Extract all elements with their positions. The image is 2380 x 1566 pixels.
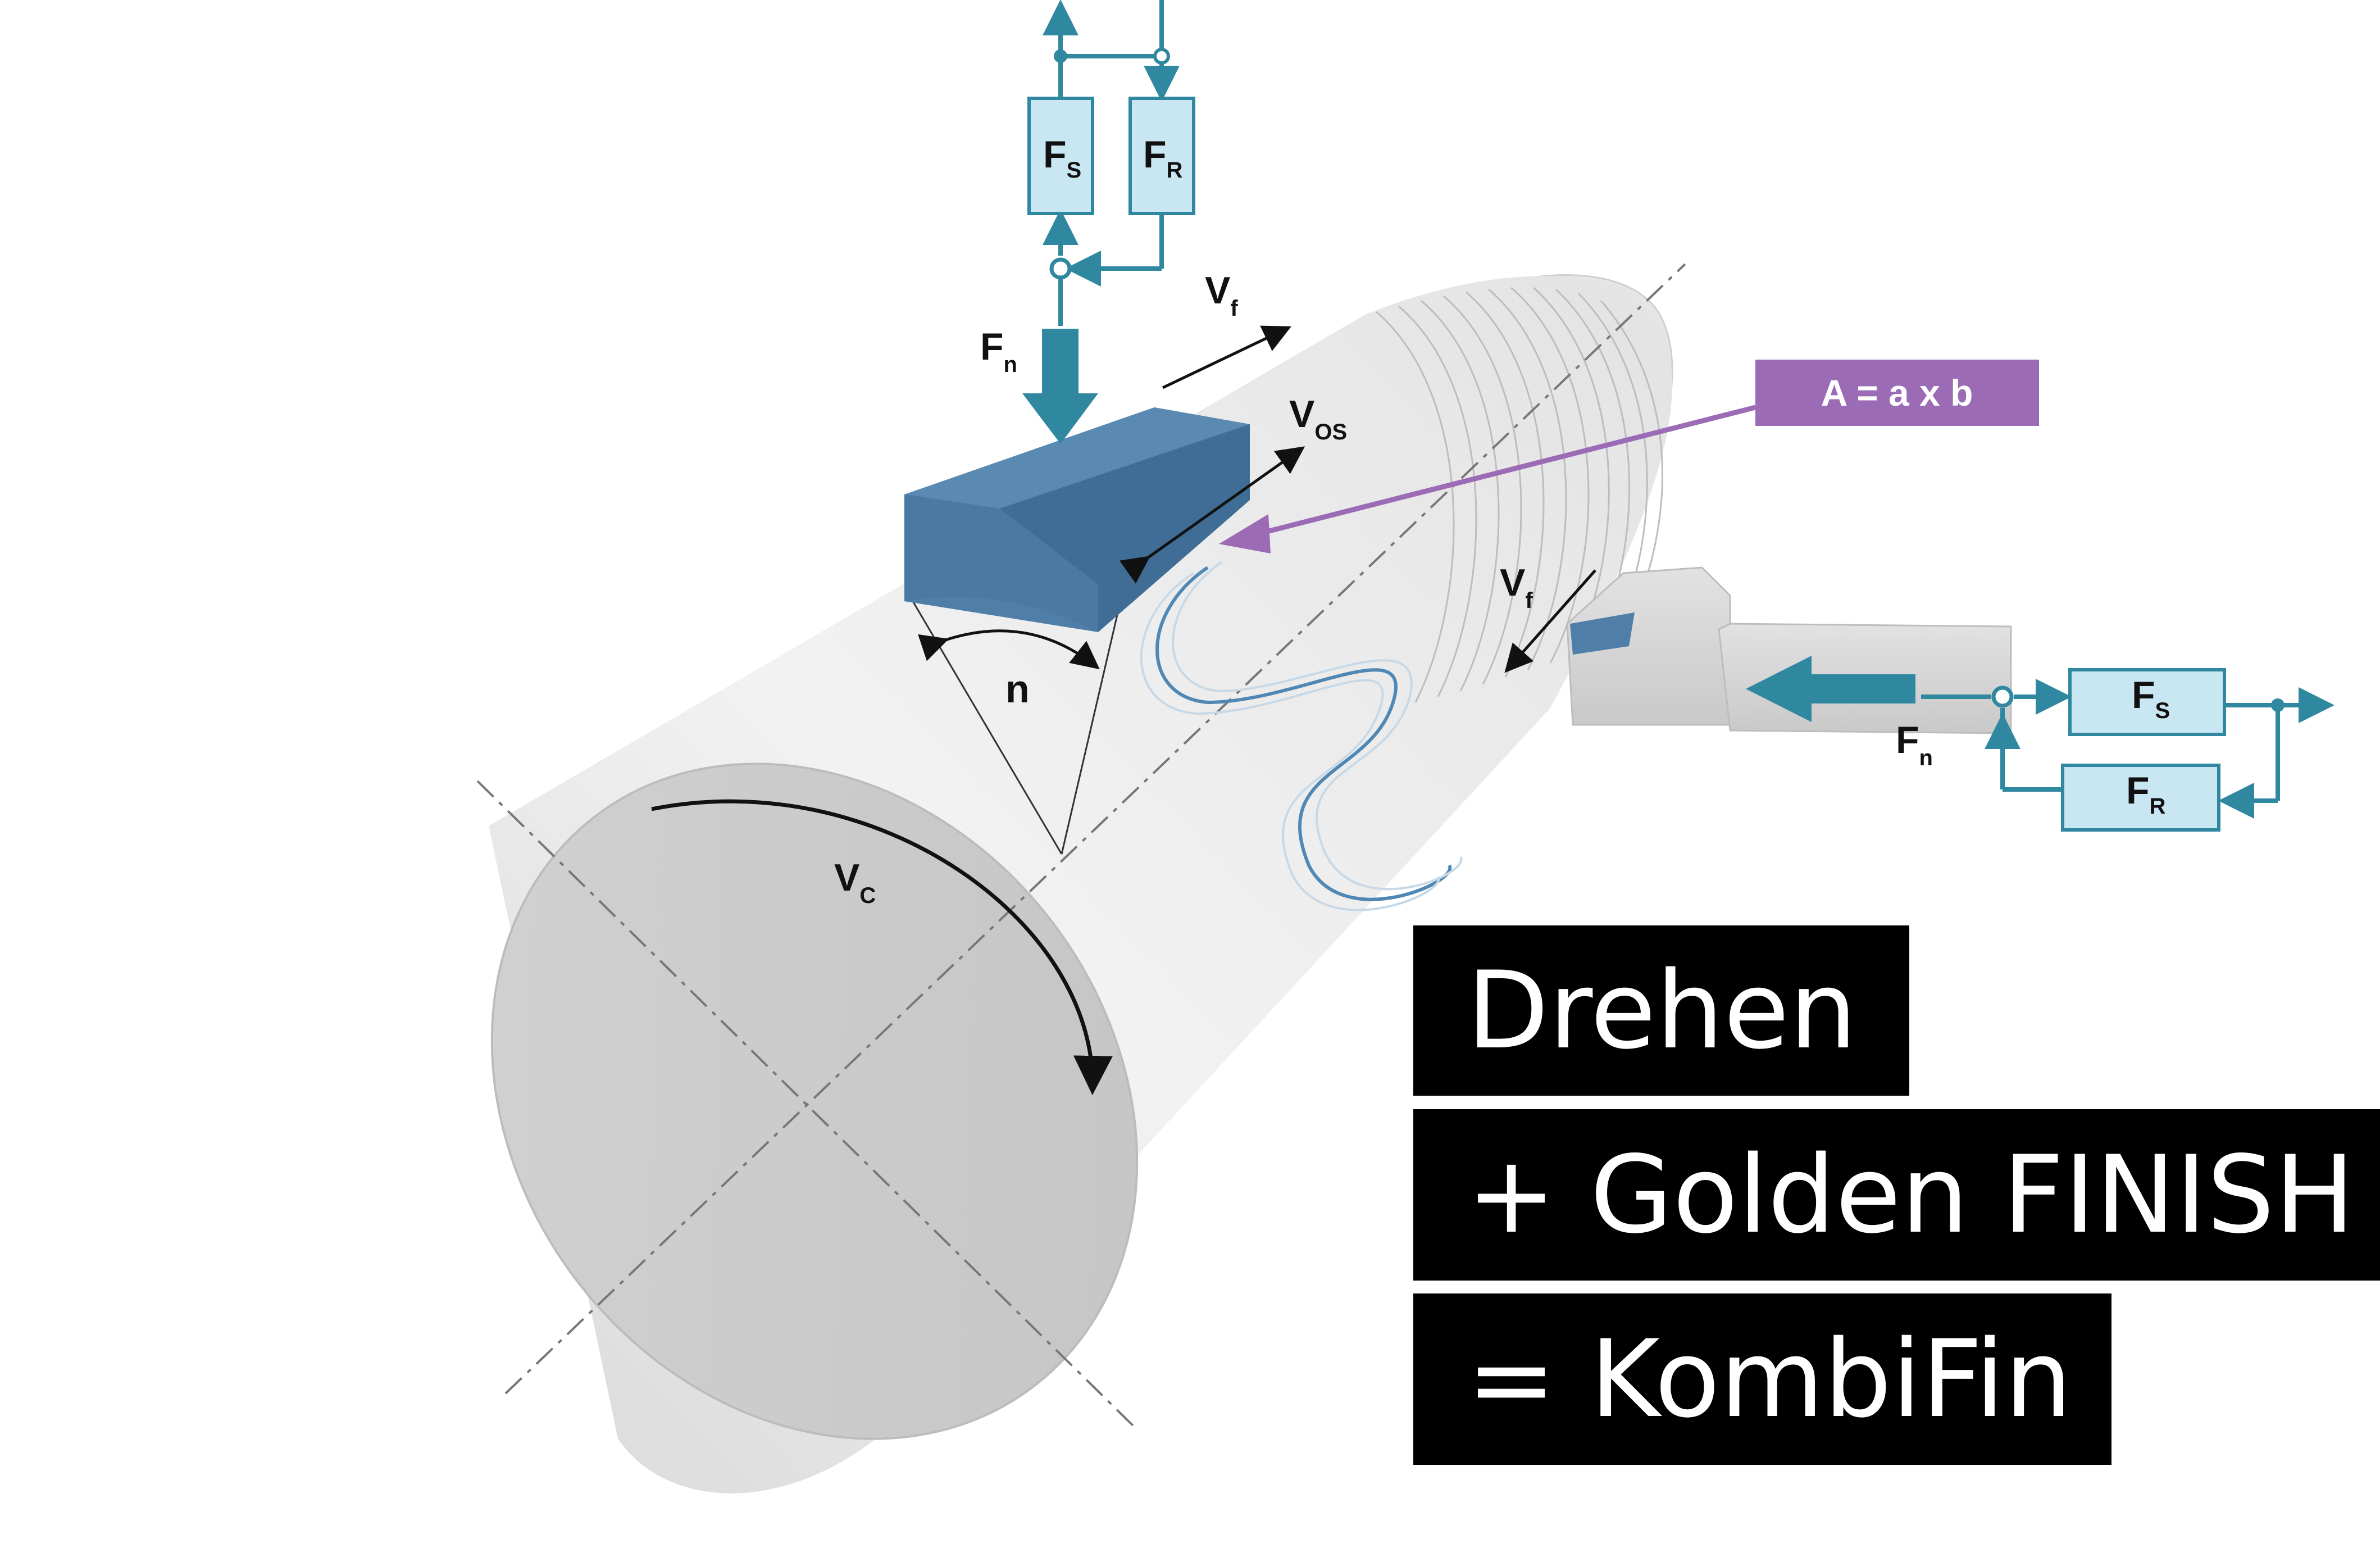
- vf-top-label: Vf: [1205, 269, 1238, 321]
- caption-drehen-text: Drehen: [1467, 948, 1857, 1073]
- caption-kombifin: = KombiFin: [1413, 1293, 2111, 1465]
- caption-drehen: Drehen: [1413, 925, 1909, 1096]
- area-label-box: [1755, 360, 2039, 426]
- fr-top-label: FR: [1143, 133, 1183, 183]
- area-label-text: A = a x b: [1821, 372, 1973, 414]
- top-force-circuit: [1043, 0, 1180, 326]
- fn-right-arrow: [1746, 656, 1915, 722]
- top-junction-node: [1049, 257, 1072, 280]
- center-lines: [476, 263, 1686, 1428]
- fr-right-label: FR: [2126, 769, 2166, 819]
- fs-box-top: [1027, 97, 1094, 215]
- vf-right-arrow: [1504, 569, 1596, 673]
- area-pointer-head: [1219, 514, 1271, 553]
- right-force-circuit: [1921, 679, 2335, 819]
- fs-box-right: [2068, 668, 2226, 736]
- top-merge-node: [1153, 48, 1170, 65]
- vos-arrow: [1119, 446, 1305, 584]
- vc-label: VC: [834, 856, 876, 908]
- fs-top-label: FS: [1043, 133, 1081, 183]
- caption-golden-finish-text: + Golden FINISH: [1467, 1132, 2355, 1257]
- caption-kombifin-text: = KombiFin: [1467, 1317, 2073, 1441]
- top-split-node: [1054, 49, 1067, 63]
- vf-right-label: Vf: [1500, 561, 1533, 613]
- fn-top-arrow: [1022, 329, 1098, 444]
- surface-trace: [1140, 561, 1463, 911]
- fn-right-label: Fn: [1896, 719, 1933, 770]
- right-split-node: [2271, 698, 2285, 712]
- fr-box-right: [2061, 764, 2220, 832]
- fs-right-label: FS: [2132, 674, 2170, 723]
- caption-golden-finish: + Golden FINISH: [1413, 1109, 2380, 1281]
- vf-top-arrow: [1162, 325, 1292, 389]
- angle-n-arrow: [918, 629, 1100, 670]
- right-junction-node: [1991, 686, 2014, 708]
- fn-top-label: Fn: [980, 325, 1017, 377]
- fr-box-top: [1128, 97, 1195, 215]
- vc-rotation-arrow: [651, 799, 1113, 1095]
- workpiece-cylinder: [476, 263, 1686, 1494]
- n-angle-label: n: [1005, 667, 1030, 711]
- vos-label: VOS: [1289, 393, 1347, 444]
- area-pointer-line: [1246, 405, 1756, 539]
